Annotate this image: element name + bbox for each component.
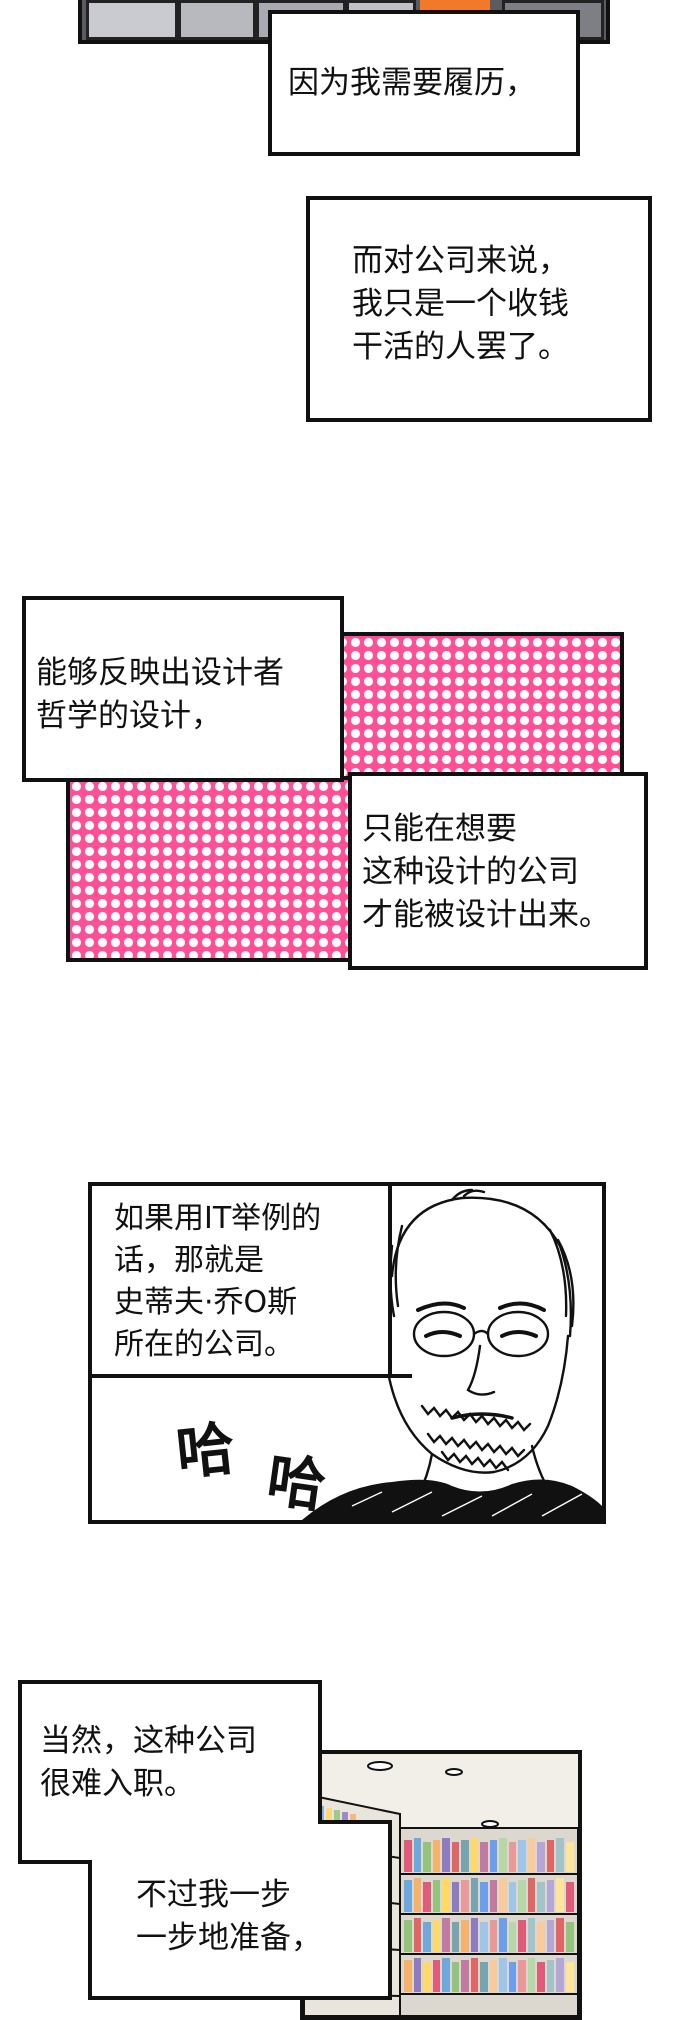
speech-bubble-design-company: 只能在想要 这种设计的公司 才能被设计出来。 — [348, 772, 648, 970]
beard-scribble — [440, 1450, 510, 1472]
bubble-text-line: 不过我一步 — [136, 1877, 291, 1913]
speech-bubble-steve-jobs: 如果用IT举例的 话，那就是 史蒂夫·乔O斯 所在的公司。 — [88, 1182, 392, 1378]
speech-bubble-company: 而对公司来说， 我只是一个收钱 干活的人罢了。 — [306, 196, 652, 422]
window-pane — [86, 0, 178, 40]
ceiling-light — [367, 1761, 393, 1771]
nose — [466, 1344, 496, 1396]
bubble-text-line: 只能在想要 — [362, 811, 517, 847]
speech-bubble-design-philosophy: 能够反映出设计者 哲学的设计， — [22, 596, 344, 782]
ceiling-light — [445, 1768, 463, 1776]
bubble-text-line: 当然，这种公司 — [40, 1723, 257, 1759]
beard-scribble — [420, 1404, 532, 1432]
bubble-text-line: 一步地准备， — [136, 1920, 322, 1956]
mouth — [450, 1412, 514, 1420]
turtleneck — [302, 1479, 602, 1520]
speech-bubble-l-shape — [18, 1680, 392, 2000]
bubble-text-line: 才能被设计出来。 — [362, 897, 610, 933]
glasses-bridge — [472, 1329, 490, 1336]
eye-right — [500, 1330, 538, 1338]
bubble-text-block-bottom: 不过我一步 一步地准备， — [136, 1874, 322, 1960]
bubble-text-line: 而对公司来说， — [352, 243, 569, 279]
book-row — [404, 1958, 574, 1992]
bubble-text-line: 所在的公司。 — [114, 1327, 294, 1362]
bubble-text-line: 这种设计的公司 — [362, 854, 579, 890]
brow-left — [416, 1301, 466, 1312]
bubble-text-line: 如果用IT举例的 — [114, 1201, 322, 1236]
hair-scribble — [450, 1188, 486, 1202]
book-row — [404, 1918, 574, 1952]
brow-right — [498, 1301, 546, 1312]
head-outline — [390, 1196, 573, 1338]
bubble-text-line: 史蒂夫·乔O斯 — [114, 1285, 298, 1320]
bubble-text-line: 哲学的设计， — [36, 698, 222, 734]
bubble-text-block-top: 当然，这种公司 很难入职。 — [40, 1720, 257, 1806]
bubble-text-line: 我只是一个收钱 — [352, 286, 569, 322]
bubble-text-line: 因为我需要履历， — [288, 65, 536, 101]
bubble-text-line: 干活的人罢了。 — [352, 329, 569, 365]
bubble-text-line: 能够反映出设计者 — [36, 655, 284, 691]
sfx-ha-1: 哈 — [173, 1414, 238, 1488]
bubble-text-line: 很难入职。 — [40, 1766, 195, 1802]
window-pane — [178, 0, 256, 40]
ceiling-light — [481, 1820, 499, 1828]
portrait-sketch — [302, 1188, 602, 1520]
speech-bubble-resume: 因为我需要履历， — [268, 10, 580, 156]
eye-left — [424, 1330, 462, 1338]
sfx-ha-2: 哈 — [262, 1445, 330, 1521]
book-row — [404, 1838, 574, 1872]
beard-scribble — [426, 1432, 526, 1458]
book-row — [404, 1878, 574, 1912]
bubble-text-line: 话，那就是 — [114, 1243, 264, 1278]
halftone-panel-bottom — [66, 776, 356, 962]
